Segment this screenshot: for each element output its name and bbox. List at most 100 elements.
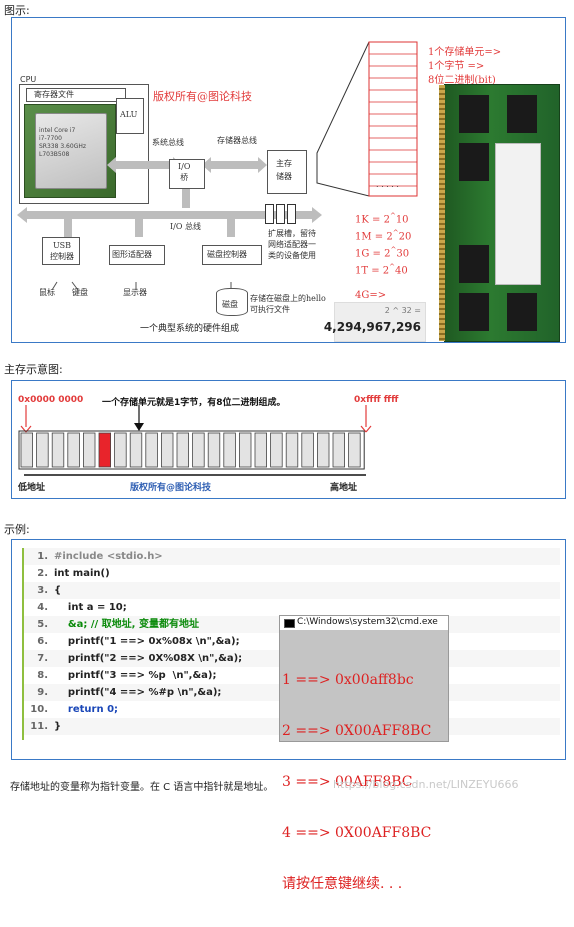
memory-cell [285, 432, 299, 468]
memory-cell [207, 432, 221, 468]
code-example-panel: 1. #include <stdio.h> 2.int main() 3. { 4.… [11, 539, 566, 892]
cmd-icon [284, 619, 295, 628]
code-line: 8. printf("3 ==> %p \n",&a); [24, 667, 560, 684]
memory-bus-label: 存储器总线 [217, 136, 257, 145]
one-byte-note: 1个字节 => [428, 61, 485, 72]
start-address: 0x0000 0000 [18, 395, 84, 405]
unit-1t: 1T = 2^40 [355, 263, 408, 277]
memory-cell [176, 432, 190, 468]
code-line: 4. int a = 10; [24, 599, 560, 616]
line-number: 2. [37, 568, 48, 579]
chip-markings: intel Core i7 i7-7700 SR338 3.60GHz L703… [39, 127, 87, 158]
cmd-output-line: 4 ==> 0X00AFF8BC [282, 825, 432, 841]
memory-bus-arrow [202, 157, 267, 173]
ram-stick-image [439, 84, 560, 342]
main-memory-box [267, 150, 307, 194]
footer-watermark: https://blog.csdn.net/LINZEYU666 [333, 778, 519, 791]
keyboard-label: 键盘 [72, 288, 88, 297]
io-bridge-box [169, 159, 205, 189]
line-number: 9. [37, 687, 48, 698]
unit-1k: 1K = 2^10 [355, 212, 409, 226]
memory-cell [36, 432, 49, 468]
line-number: 8. [37, 670, 48, 681]
footer-text: 存储地址的变量称为指针变量。在 C 语言中指针就是地址。 [10, 782, 274, 793]
line-number: 3. [37, 585, 48, 596]
code-text: } [54, 721, 62, 732]
display-label: 显示器 [123, 288, 147, 297]
memory-cell [114, 432, 127, 468]
storage-unit-note: 1个存储单元=> [428, 47, 502, 58]
memory-cell [348, 432, 361, 468]
usb-controller-label: USB 控制器 [50, 241, 74, 261]
code-text: printf("4 ==> %#p \n",&a); [54, 687, 222, 698]
four-g-note: 4G=> [355, 290, 387, 301]
unit-1g: 1G = 2^30 [355, 246, 410, 260]
code-text: &a; // 取地址, 变量都有地址 [54, 619, 199, 630]
code-text: printf("2 ==> 0X%08X \n",&a); [54, 653, 243, 664]
memory-cell [270, 432, 283, 468]
code-text: return 0; [54, 704, 119, 715]
unit-1m: 1M = 2^20 [355, 229, 412, 243]
io-bus-label: I/O 总线 [170, 222, 201, 231]
hardware-caption: 一个典型系统的硬件组成 [140, 324, 240, 334]
disk-controller-label: 磁盘控制器 [207, 250, 247, 259]
memory-cell [192, 432, 205, 468]
cpu-box [19, 84, 149, 204]
memory-cell [301, 432, 314, 468]
cmd-output-line: 3 ==> 00AFF8BC [282, 774, 413, 790]
line-number: 4. [37, 602, 48, 613]
code-line: 6. printf("1 ==> 0x%08x \n",&a); [24, 633, 560, 650]
copyright-watermark: 版权所有@图论科技 [153, 90, 252, 103]
cmd-output-line: 1 ==> 0x00aff8bc [282, 672, 414, 688]
line-number: 7. [37, 653, 48, 664]
memory-cells-column [368, 41, 418, 197]
cmd-output-line: 2 ==> 0X00AFF8BC [282, 723, 432, 739]
mouse-label: 鼠标 [39, 288, 55, 297]
graphics-adapter-label: 图形适配器 [112, 250, 152, 259]
register-file-label: 寄存器文件 [34, 90, 74, 99]
memory-cell [83, 432, 96, 468]
disk-icon [216, 288, 248, 316]
high-address-label: 高地址 [330, 483, 358, 493]
code-line: 2.int main() [24, 565, 560, 582]
end-address: 0xffff ffff [354, 395, 399, 405]
code-text: printf("3 ==> %p \n",&a); [54, 670, 217, 681]
low-address-label: 低地址 [18, 483, 46, 493]
memory-cell [51, 432, 65, 468]
disk-label: 磁盘 [222, 300, 238, 309]
memory-cells-ellipsis: . . . . . [376, 180, 399, 189]
code-line: 3. { [24, 582, 560, 599]
example-section-label: 示例: [4, 523, 30, 536]
code-text: #include <stdio.h> [54, 551, 163, 562]
main-memory-label: 主存 储器 [276, 159, 292, 181]
cmd-output-line: 请按任意键继续. . . [282, 876, 403, 892]
cmd-title: C:\Windows\system32\cmd.exe [297, 617, 438, 627]
cpu-label: CPU [20, 75, 37, 84]
system-bus-label: 系统总线 [152, 138, 184, 147]
memory-cell [20, 432, 34, 468]
memory-cell [145, 432, 158, 468]
alu-box [116, 98, 144, 134]
memory-cell [332, 432, 346, 468]
line-number: 10. [30, 704, 48, 715]
code-text: { [54, 585, 62, 596]
cmd-titlebar[interactable]: C:\Windows\system32\cmd.exe [280, 616, 448, 630]
register-file-box [26, 88, 126, 102]
memory-watermark: 版权所有@图论科技 [130, 483, 212, 493]
expansion-slots-note: 扩展槽，留待 网络适配器一 类的设备使用 [268, 229, 316, 260]
memory-cell-highlighted [98, 432, 112, 468]
calculator-expression: 2 ^ 32 = [384, 306, 421, 315]
io-bus-arrow [17, 207, 322, 223]
memory-cell [223, 432, 236, 468]
calculator-display: 2 ^ 32 = 4,294,967,296 [324, 302, 426, 342]
line-number: 5. [37, 619, 48, 630]
line-number: 1. [37, 551, 48, 562]
memory-zoom-triangle [316, 41, 370, 197]
calculator-result: 4,294,967,296 [323, 320, 421, 334]
memory-cell [316, 432, 330, 468]
disk-controller-box [202, 245, 262, 265]
memory-cell [67, 432, 80, 468]
disk-note: 存储在磁盘上的hello 可执行文件 [250, 294, 326, 314]
hardware-diagram-panel: CPU 寄存器文件 ALU intel Core i7 i7-7700 SR33… [11, 17, 566, 343]
cpu-chip-image: intel Core i7 i7-7700 SR338 3.60GHz L703… [24, 104, 116, 198]
